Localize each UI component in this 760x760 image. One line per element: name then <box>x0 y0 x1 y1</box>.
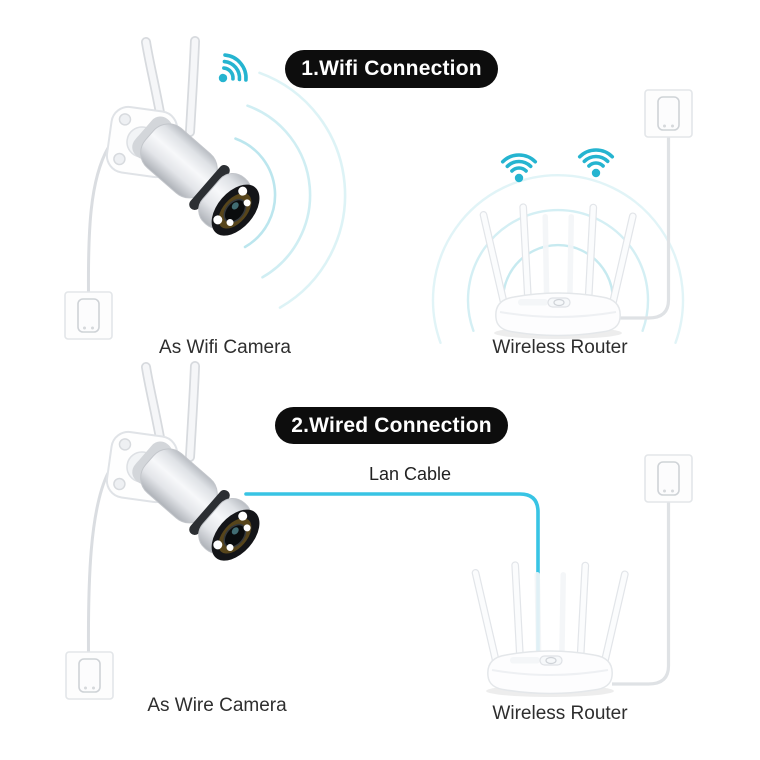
wired-connection-banner: 2.Wired Connection <box>275 407 508 444</box>
wireless-router-illustration <box>470 560 630 698</box>
wifi-camera-label: As Wifi Camera <box>159 337 291 358</box>
wireless-router-label: Wireless Router <box>492 703 628 724</box>
camera1-power-cable <box>86 147 110 295</box>
wire-camera-label: As Wire Camera <box>147 695 287 716</box>
wifi-icon <box>207 48 253 95</box>
wireless-router-label: Wireless Router <box>492 337 628 358</box>
wifi-icon <box>577 148 615 179</box>
camera2-power-cable <box>86 472 110 655</box>
lan-cable-label: Lan Cable <box>368 464 452 484</box>
camera-signal-waves <box>234 71 347 309</box>
wired-camera-illustration <box>105 366 269 570</box>
power-outlet <box>644 89 693 138</box>
power-outlet <box>644 454 693 503</box>
power-outlet <box>64 291 113 340</box>
router2-power-cable <box>612 501 671 686</box>
wireless-router-illustration <box>478 202 638 340</box>
power-outlet <box>65 651 114 700</box>
router1-power-cable <box>610 136 671 320</box>
lan-cable <box>244 492 540 654</box>
wifi-connection-banner: 1.Wifi Connection <box>285 50 498 88</box>
